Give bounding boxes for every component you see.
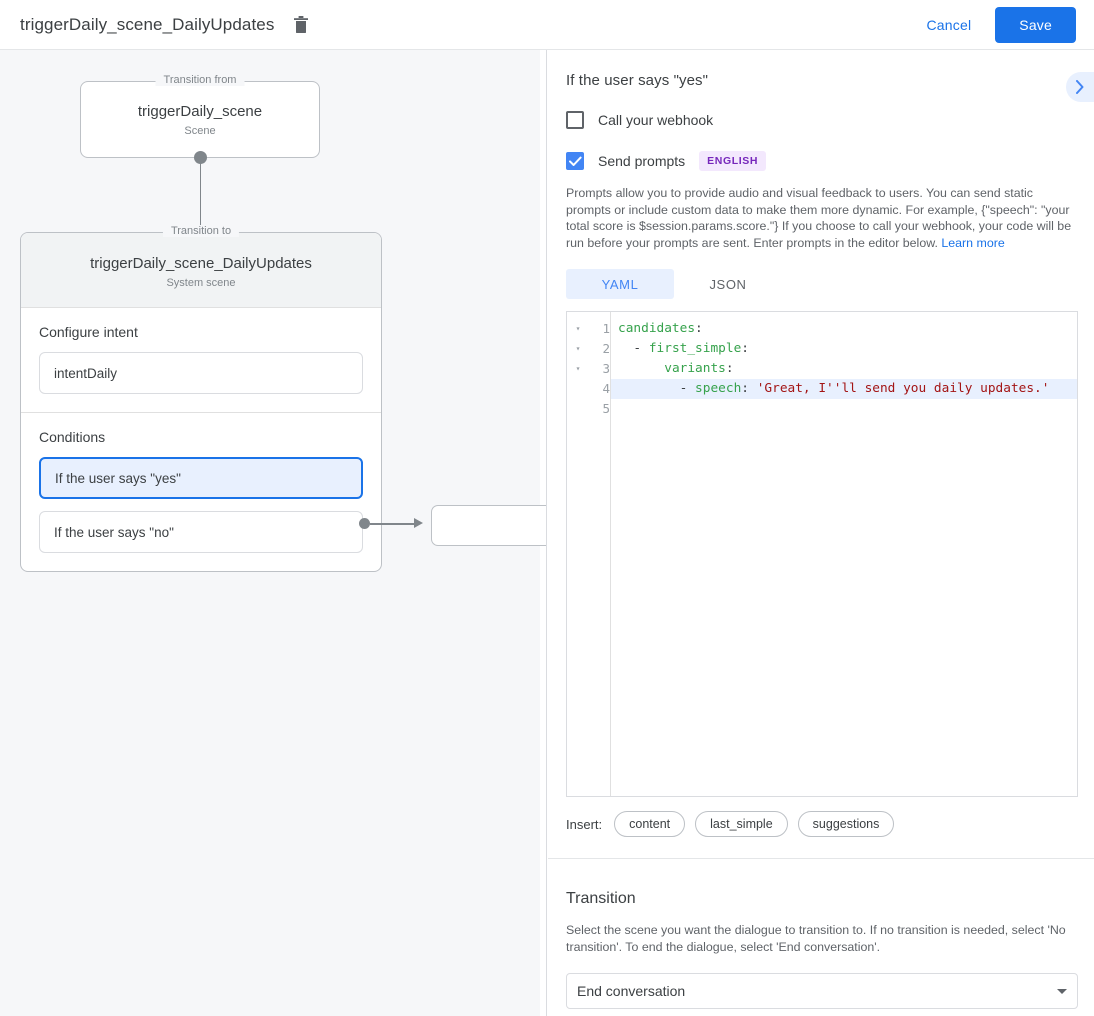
code-token: :: [725, 361, 734, 376]
condition-connector-line: [370, 523, 415, 525]
insert-chip-last-simple[interactable]: last_simple: [695, 811, 788, 837]
delete-icon[interactable]: [288, 12, 314, 38]
send-prompts-row[interactable]: Send prompts ENGLISH: [566, 151, 1076, 171]
line-number: 4: [602, 381, 610, 396]
code-line[interactable]: candidates:: [611, 319, 1077, 339]
configure-intent-label: Configure intent: [39, 324, 138, 340]
call-webhook-label: Call your webhook: [598, 112, 714, 128]
details-panel-body: If the user says "yes" Call your webhook…: [548, 50, 1094, 837]
transition-from-node[interactable]: Transition from triggerDaily_scene Scene: [80, 74, 320, 158]
fold-toggle-icon[interactable]: ▾: [575, 324, 581, 333]
insert-row: Insert: content last_simple suggestions: [566, 811, 1076, 837]
send-prompts-label: Send prompts: [598, 153, 686, 169]
learn-more-link[interactable]: Learn more: [941, 235, 1005, 250]
intent-field[interactable]: intentDaily: [39, 352, 363, 394]
check-icon: [568, 156, 582, 166]
fold-toggle-icon[interactable]: ▾: [575, 364, 581, 373]
chevron-right-icon-glyph: [1076, 80, 1084, 94]
condition-item-no[interactable]: If the user says "no": [39, 511, 363, 553]
editor-code-area[interactable]: candidates: - first_simple: variants: - …: [611, 312, 1077, 796]
insert-chip-content[interactable]: content: [614, 811, 686, 837]
transition-description: Select the scene you want the dialogue t…: [566, 923, 1066, 954]
transition-to-type: System scene: [166, 277, 236, 289]
prompt-code-editor[interactable]: ▾ ▾ ▾ 1 2 3 4 5 candidates: - first_simple: va…: [566, 311, 1078, 797]
line-number: 3: [602, 361, 610, 376]
code-token: :: [741, 341, 749, 356]
code-line[interactable]: - speech: 'Great, I''ll send you daily u…: [611, 379, 1077, 399]
code-token: :: [695, 321, 703, 336]
top-bar: triggerDaily_scene_DailyUpdates Cancel S…: [0, 0, 1094, 50]
connector-line: [199, 157, 201, 249]
code-token: variants: [664, 361, 726, 376]
fold-toggle-icon: [567, 399, 589, 419]
trash-icon-glyph: [294, 15, 309, 33]
page-title: triggerDaily_scene_DailyUpdates: [20, 14, 275, 34]
transition-from-type: Scene: [184, 124, 216, 137]
section-divider: [548, 858, 1094, 859]
call-webhook-checkbox[interactable]: [566, 111, 584, 129]
save-button[interactable]: Save: [995, 6, 1076, 43]
code-token: 'Great, I''ll send you daily updates.': [756, 381, 1050, 396]
panel-title: If the user says "yes": [566, 72, 709, 89]
code-token: -: [618, 341, 649, 356]
insert-label: Insert:: [566, 816, 603, 832]
code-token: -: [618, 381, 696, 396]
transition-section: Transition Select the scene you want the…: [548, 868, 1094, 1009]
transition-from-name: triggerDaily_scene: [137, 102, 263, 120]
transition-select-value: End conversation: [577, 983, 686, 999]
language-badge: ENGLISH: [699, 151, 767, 171]
chevron-right-icon[interactable]: [1066, 72, 1094, 102]
code-token: first_simple: [648, 341, 742, 356]
editor-line-numbers: 1 2 3 4 5: [589, 312, 611, 796]
insert-chip-suggestions[interactable]: suggestions: [797, 811, 895, 837]
prompts-description-text: Prompts allow you to provide audio and v…: [566, 186, 1072, 250]
details-panel: If the user says "yes" Call your webhook…: [548, 50, 1094, 1016]
conditions-label: Conditions: [39, 429, 106, 445]
format-tabs: YAML JSON: [566, 269, 1076, 299]
editor-fold-gutter[interactable]: ▾ ▾ ▾: [567, 312, 589, 796]
send-prompts-checkbox[interactable]: [566, 152, 584, 170]
fold-toggle-icon[interactable]: ▾: [575, 344, 581, 353]
code-token: speech: [695, 381, 742, 396]
cancel-button[interactable]: Cancel: [926, 16, 972, 33]
conditions-section: Conditions If the user says "yes" If the…: [21, 412, 381, 571]
configure-intent-section: Configure intent intentDaily: [21, 307, 381, 412]
code-line[interactable]: variants:: [611, 359, 1077, 379]
scene-graph-canvas[interactable]: Transition from triggerDaily_scene Scene…: [0, 50, 547, 1016]
transition-from-legend: Transition from: [155, 74, 245, 86]
condition-connector-dot: [359, 518, 370, 529]
code-token: :: [741, 381, 757, 396]
call-webhook-row[interactable]: Call your webhook: [566, 111, 1076, 129]
fold-toggle-icon: [567, 379, 589, 399]
condition-item-yes[interactable]: If the user says "yes": [39, 457, 363, 499]
code-token: [618, 361, 664, 376]
prompts-description: Prompts allow you to provide audio and v…: [566, 185, 1076, 251]
line-number: 2: [602, 341, 610, 356]
condition-connector-arrowhead: [414, 518, 423, 528]
transition-select[interactable]: End conversation: [566, 973, 1078, 1009]
code-line[interactable]: [611, 399, 1077, 419]
tab-yaml[interactable]: YAML: [566, 269, 674, 299]
transition-to-legend: Transition to: [162, 225, 240, 237]
tab-json[interactable]: JSON: [709, 276, 747, 292]
transition-to-name: triggerDaily_scene_DailyUpdates: [90, 255, 312, 272]
transition-to-node[interactable]: Transition to triggerDaily_scene_DailyUp…: [20, 225, 382, 572]
chevron-down-icon: [1057, 988, 1067, 994]
code-token: candidates: [618, 321, 696, 336]
line-number: 1: [602, 321, 610, 336]
target-node-placeholder[interactable]: [431, 505, 546, 546]
transition-title: Transition: [566, 890, 636, 907]
transition-to-header: triggerDaily_scene_DailyUpdates System s…: [21, 233, 381, 307]
line-number: 5: [602, 401, 610, 416]
code-line[interactable]: - first_simple:: [611, 339, 1077, 359]
